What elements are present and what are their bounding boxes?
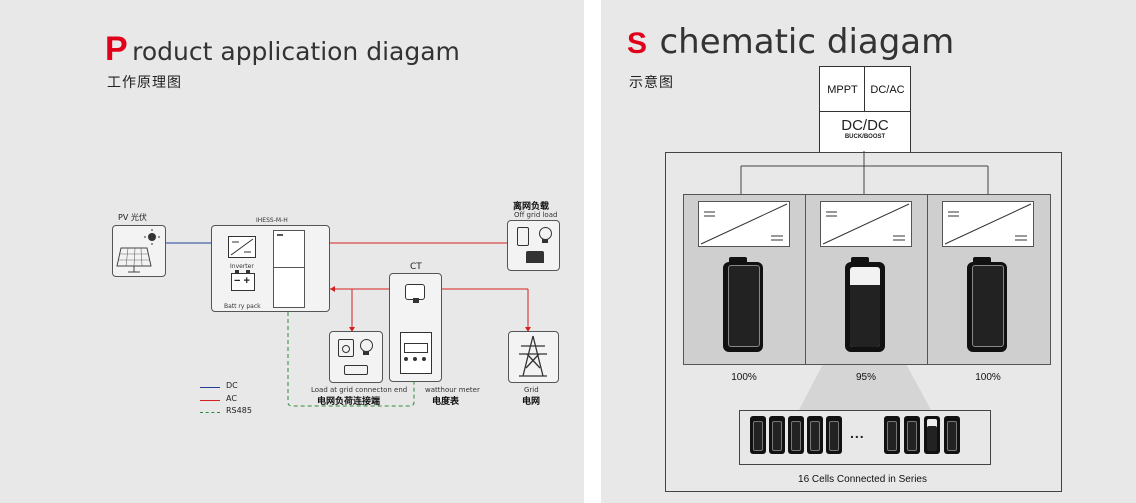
battery-module-icon	[723, 262, 763, 352]
schematic-title-initial: S	[627, 27, 648, 60]
air-conditioner-icon	[344, 365, 368, 375]
load-label-cn: 电网负荷连接端	[317, 397, 381, 407]
solar-panel-icon	[116, 229, 160, 273]
legend-dc-label: DC	[226, 381, 238, 390]
grid-label-cn: 电网	[522, 397, 541, 407]
battery-icon: − +	[231, 270, 255, 291]
application-panel: P roduct application diagam 工作原理图 PV 光伏	[0, 0, 584, 503]
offgrid-load-box	[507, 220, 560, 271]
cells-ellipsis: ...	[850, 425, 865, 441]
ac-arrow-load	[349, 327, 355, 332]
battery-module-icon	[845, 262, 885, 352]
schematic-panel: S chematic diagam 示意图 MPPT DC/AC DC/DC B…	[601, 0, 1136, 503]
fridge-icon	[517, 227, 529, 246]
power-tower-icon	[519, 335, 547, 377]
legend-rs485-label: RS485	[226, 406, 252, 415]
cabinet-icon	[273, 230, 305, 308]
offgrid-label-en: Off grid load	[514, 211, 558, 219]
ihess-device-box: Inverter − + Batt ry pack	[211, 225, 330, 312]
appliance-icon	[526, 251, 544, 263]
module-2-percent: 95%	[855, 372, 876, 383]
title-text: roduct application diagam	[132, 37, 460, 66]
battery-module-3	[927, 194, 1051, 365]
application-title: P roduct application diagam	[105, 30, 460, 69]
cell-group-right	[884, 416, 984, 456]
device-label: IHESS-M-H	[256, 217, 288, 224]
pv-box	[112, 225, 166, 277]
battery-module-2	[805, 194, 929, 365]
battery-module-icon	[967, 262, 1007, 352]
battery-label: Batt ry pack	[224, 303, 261, 310]
ct-label: CT	[410, 262, 422, 272]
ct-meter-box	[389, 273, 442, 382]
meter-icon	[400, 332, 432, 374]
dcdc-converter-icon	[820, 201, 912, 247]
dcdc-converter-icon	[942, 201, 1034, 247]
cell-icon	[826, 416, 842, 454]
dcdc-label: DC/DC	[841, 117, 889, 134]
cell-icon	[750, 416, 766, 454]
dcac-box: DC/AC	[864, 66, 911, 113]
bus-lines	[740, 151, 989, 410]
load-label-en: Load at grid connecton end	[311, 386, 408, 394]
cell-icon	[884, 416, 900, 454]
offgrid-label-cn: 离网负载	[513, 202, 550, 212]
cell-icon	[769, 416, 785, 454]
cell-icon	[924, 416, 940, 454]
legend-ac-label: AC	[226, 394, 237, 403]
cell-icon	[944, 416, 960, 454]
buck-boost-label: BUCK/BOOST	[844, 134, 886, 140]
title-initial: P	[105, 30, 128, 68]
cells-caption: 16 Cells Connected in Series	[798, 474, 927, 485]
washer-icon	[338, 339, 354, 357]
legend-ac-swatch	[200, 400, 220, 401]
battery-module-1	[683, 194, 807, 365]
meter-label-cn: 电度表	[432, 397, 460, 407]
module-3-percent: 100%	[975, 372, 1001, 383]
meter-label-en: watthour meter	[425, 386, 480, 394]
cell-group-left	[750, 416, 846, 456]
grid-box	[508, 331, 559, 383]
schematic-title: S chematic diagam	[627, 22, 954, 62]
dcdc-converter-icon	[698, 201, 790, 247]
grid-label-en: Grid	[524, 386, 539, 394]
legend-rs485-swatch	[200, 412, 220, 413]
cell-icon	[788, 416, 804, 454]
inverter-icon	[228, 236, 256, 258]
rs485-line	[287, 312, 415, 407]
schematic-title-text: chematic diagam	[659, 22, 955, 62]
schematic-subtitle: 示意图	[629, 75, 674, 91]
cell-icon	[904, 416, 920, 454]
zoom-projection	[799, 364, 931, 410]
dcdc-box: DC/DC BUCK/BOOST	[819, 111, 911, 153]
cell-string-box: ...	[739, 410, 991, 465]
legend-dc-swatch	[200, 387, 220, 388]
inverter-label: Inverter	[230, 263, 254, 270]
application-subtitle: 工作原理图	[107, 75, 182, 91]
cell-icon	[807, 416, 823, 454]
ac-arrow-inverter	[330, 286, 335, 292]
pv-label: PV 光伏	[118, 213, 147, 222]
module-1-percent: 100%	[731, 372, 757, 383]
ac-arrow-grid	[525, 327, 531, 332]
grid-load-box	[329, 331, 383, 383]
